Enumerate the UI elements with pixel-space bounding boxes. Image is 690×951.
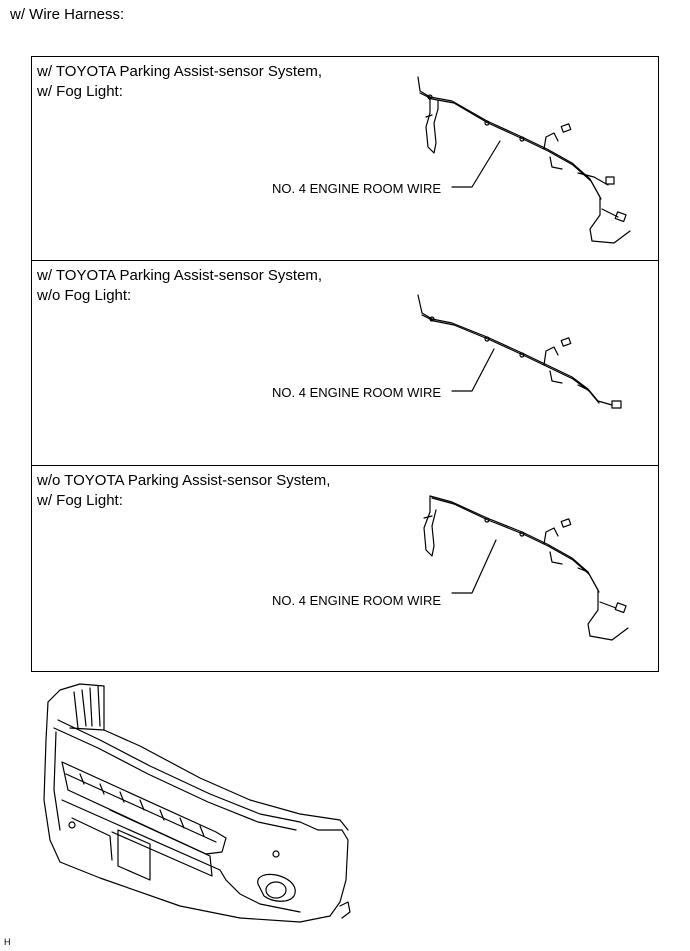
panel-condition: w/o TOYOTA Parking Assist-sensor System,… xyxy=(37,471,330,511)
panel-condition: w/ TOYOTA Parking Assist-sensor System, … xyxy=(37,266,322,306)
wire-harness-table: w/ TOYOTA Parking Assist-sensor System, … xyxy=(31,56,659,672)
condition-line-1: w/ TOYOTA Parking Assist-sensor System, xyxy=(37,267,323,284)
condition-line-1: w/o TOYOTA Parking Assist-sensor System, xyxy=(37,472,331,489)
figure-code: H xyxy=(4,937,11,947)
wire-harness-illustration xyxy=(417,294,622,409)
page-heading: w/ Wire Harness: xyxy=(10,6,125,23)
panel-parking-assist-fog-light: w/ TOYOTA Parking Assist-sensor System, … xyxy=(32,57,658,261)
condition-line-2: w/ Fog Light: xyxy=(37,83,123,100)
wire-harness-illustration xyxy=(417,76,631,244)
wire-label: NO. 4 ENGINE ROOM WIRE xyxy=(272,385,442,400)
wire-label: NO. 4 ENGINE ROOM WIRE xyxy=(272,593,442,608)
front-bumper-illustration xyxy=(43,683,351,923)
wire-harness-illustration xyxy=(423,495,629,641)
condition-line-1: w/ TOYOTA Parking Assist-sensor System, xyxy=(37,63,323,80)
wire-label: NO. 4 ENGINE ROOM WIRE xyxy=(272,181,442,196)
panel-parking-assist-no-fog-light: w/ TOYOTA Parking Assist-sensor System, … xyxy=(32,261,658,466)
condition-line-2: w/o Fog Light: xyxy=(37,287,132,304)
panel-condition: w/ TOYOTA Parking Assist-sensor System, … xyxy=(37,62,322,102)
condition-line-2: w/ Fog Light: xyxy=(37,492,123,509)
panel-no-parking-assist-fog-light: w/o TOYOTA Parking Assist-sensor System,… xyxy=(32,466,658,671)
